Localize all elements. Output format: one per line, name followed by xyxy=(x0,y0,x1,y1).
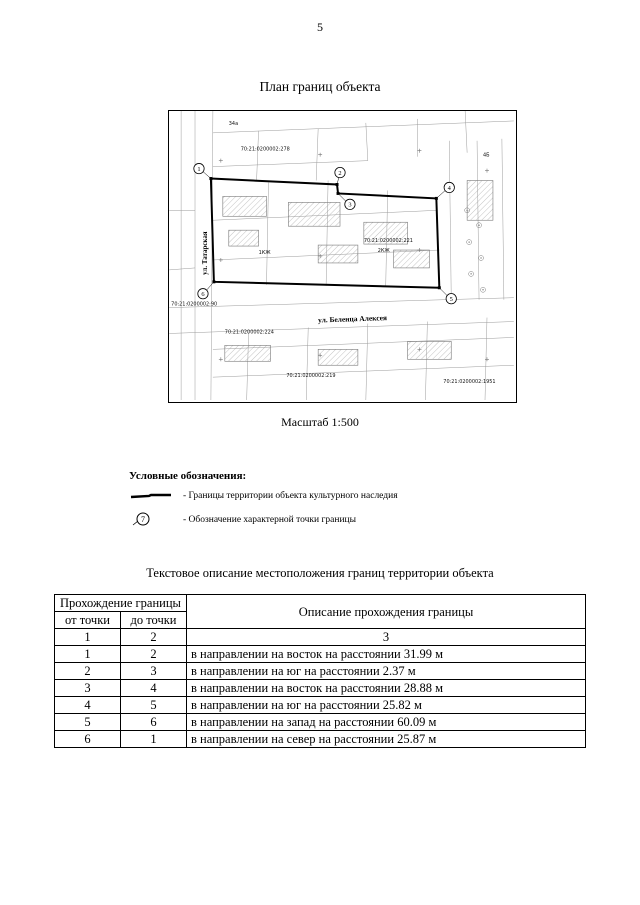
desc-cell: в направлении на юг на расстоянии 2.37 м xyxy=(186,662,586,680)
cadastral-label: 70:21:0200002:90 xyxy=(171,302,217,308)
desc-cell: в направлении на восток на расстоянии 31… xyxy=(186,645,586,663)
page-number: 5 xyxy=(317,20,323,34)
cadastral-label: 70:21:0200002:278 xyxy=(241,147,290,153)
legend-item-point: 7 - Обозначение характерной точки границ… xyxy=(129,510,549,529)
table-index-row: 1 2 3 xyxy=(54,628,586,646)
legend-title: Условные обозначения: xyxy=(129,470,247,482)
to-cell: 2 xyxy=(120,645,187,663)
subheader-to: до точки xyxy=(120,611,187,629)
street-name-bottom: ул. Беленца Алексея xyxy=(318,313,387,324)
vertex-marker-6: 6 xyxy=(197,281,215,300)
boundary-line-icon xyxy=(129,491,177,501)
vertex-marker-4: 4 xyxy=(436,181,455,199)
header-passage: Прохождение границы xyxy=(54,594,187,612)
house-label: 34а xyxy=(229,121,238,127)
cadastral-label: 70:21:0200002:224 xyxy=(225,329,274,335)
desc-cell: в направлении на запад на расстоянии 60.… xyxy=(186,713,586,731)
from-cell: 1 xyxy=(54,645,121,663)
cadastral-label: 70:21:0200002:219 xyxy=(286,373,335,379)
svg-text:1: 1 xyxy=(197,166,200,173)
svg-text:4: 4 xyxy=(448,185,452,192)
cadastral-label: 70:21:0200002:221 xyxy=(364,238,413,244)
vertex-marker-5: 5 xyxy=(439,287,457,305)
svg-text:2: 2 xyxy=(338,170,341,177)
table-title: Текстовое описание местоположения границ… xyxy=(146,566,494,580)
map-scale-caption: Масштаб 1:500 xyxy=(281,415,359,429)
plan-title: План границ объекта xyxy=(259,79,381,94)
table-header-row: Прохождение границы Описание прохождения… xyxy=(54,594,586,629)
street-name-left: ул. Татарская xyxy=(201,231,209,275)
vertex-markers: 1 2 3 4 xyxy=(193,163,457,305)
vertex-marker-2: 2 xyxy=(334,167,346,185)
table-row: 4 5 в направлении на юг на расстоянии 25… xyxy=(54,696,586,714)
svg-text:5: 5 xyxy=(450,296,453,303)
svg-text:7: 7 xyxy=(141,515,145,524)
vertex-marker-3: 3 xyxy=(337,193,356,210)
index-cell: 2 xyxy=(120,628,187,646)
subheader-from: от точки xyxy=(54,611,121,629)
boundary-description-table: Прохождение границы Описание прохождения… xyxy=(54,594,586,748)
building-type-label: 1КЖ xyxy=(259,250,272,256)
table-row: 5 6 в направлении на запад на расстоянии… xyxy=(54,713,586,731)
desc-cell: в направлении на север на расстоянии 25.… xyxy=(186,730,586,748)
boundary-plan-map: 1 2 3 4 xyxy=(168,110,517,403)
map-buildings xyxy=(222,180,494,366)
from-cell: 3 xyxy=(54,679,121,697)
svg-text:6: 6 xyxy=(201,291,205,298)
table-row: 3 4 в направлении на восток на расстояни… xyxy=(54,679,586,697)
cadastral-labels: 70:21:0200002:278 34а 4Б 70:21:0200002:2… xyxy=(171,121,495,385)
to-cell: 6 xyxy=(120,713,187,731)
index-cell: 3 xyxy=(186,628,586,646)
legend-item-boundary: - Границы территории объекта культурного… xyxy=(129,491,549,501)
to-cell: 1 xyxy=(120,730,187,748)
header-description: Описание прохождения границы xyxy=(186,594,586,629)
characteristic-point-icon: 7 xyxy=(129,510,177,529)
index-cell: 1 xyxy=(54,628,121,646)
vertex-marker-1: 1 xyxy=(193,163,212,179)
to-cell: 3 xyxy=(120,662,187,680)
table-row: 1 2 в направлении на восток на расстояни… xyxy=(54,645,586,663)
legend-item-label: - Границы территории объекта культурного… xyxy=(183,491,398,501)
to-cell: 5 xyxy=(120,696,187,714)
cadastral-label: 70:21:0200002:1951 xyxy=(443,379,495,385)
desc-cell: в направлении на юг на расстоянии 25.82 … xyxy=(186,696,586,714)
from-cell: 5 xyxy=(54,713,121,731)
map-drawing: 1 2 3 4 xyxy=(169,111,514,400)
desc-cell: в направлении на восток на расстоянии 28… xyxy=(186,679,586,697)
from-cell: 6 xyxy=(54,730,121,748)
svg-text:3: 3 xyxy=(348,202,351,209)
to-cell: 4 xyxy=(120,679,187,697)
from-cell: 4 xyxy=(54,696,121,714)
from-cell: 2 xyxy=(54,662,121,680)
table-row: 6 1 в направлении на север на расстоянии… xyxy=(54,730,586,748)
table-subheader-row: от точки до точки xyxy=(54,611,586,629)
house-label: 4Б xyxy=(483,153,490,159)
tree-symbols xyxy=(464,207,486,293)
legend-item-label: - Обозначение характерной точки границы xyxy=(183,514,356,525)
legend: Условные обозначения: - Границы территор… xyxy=(129,470,549,529)
table-row: 2 3 в направлении на юг на расстоянии 2.… xyxy=(54,662,586,680)
building-type-label: 2КЖ xyxy=(378,248,391,254)
